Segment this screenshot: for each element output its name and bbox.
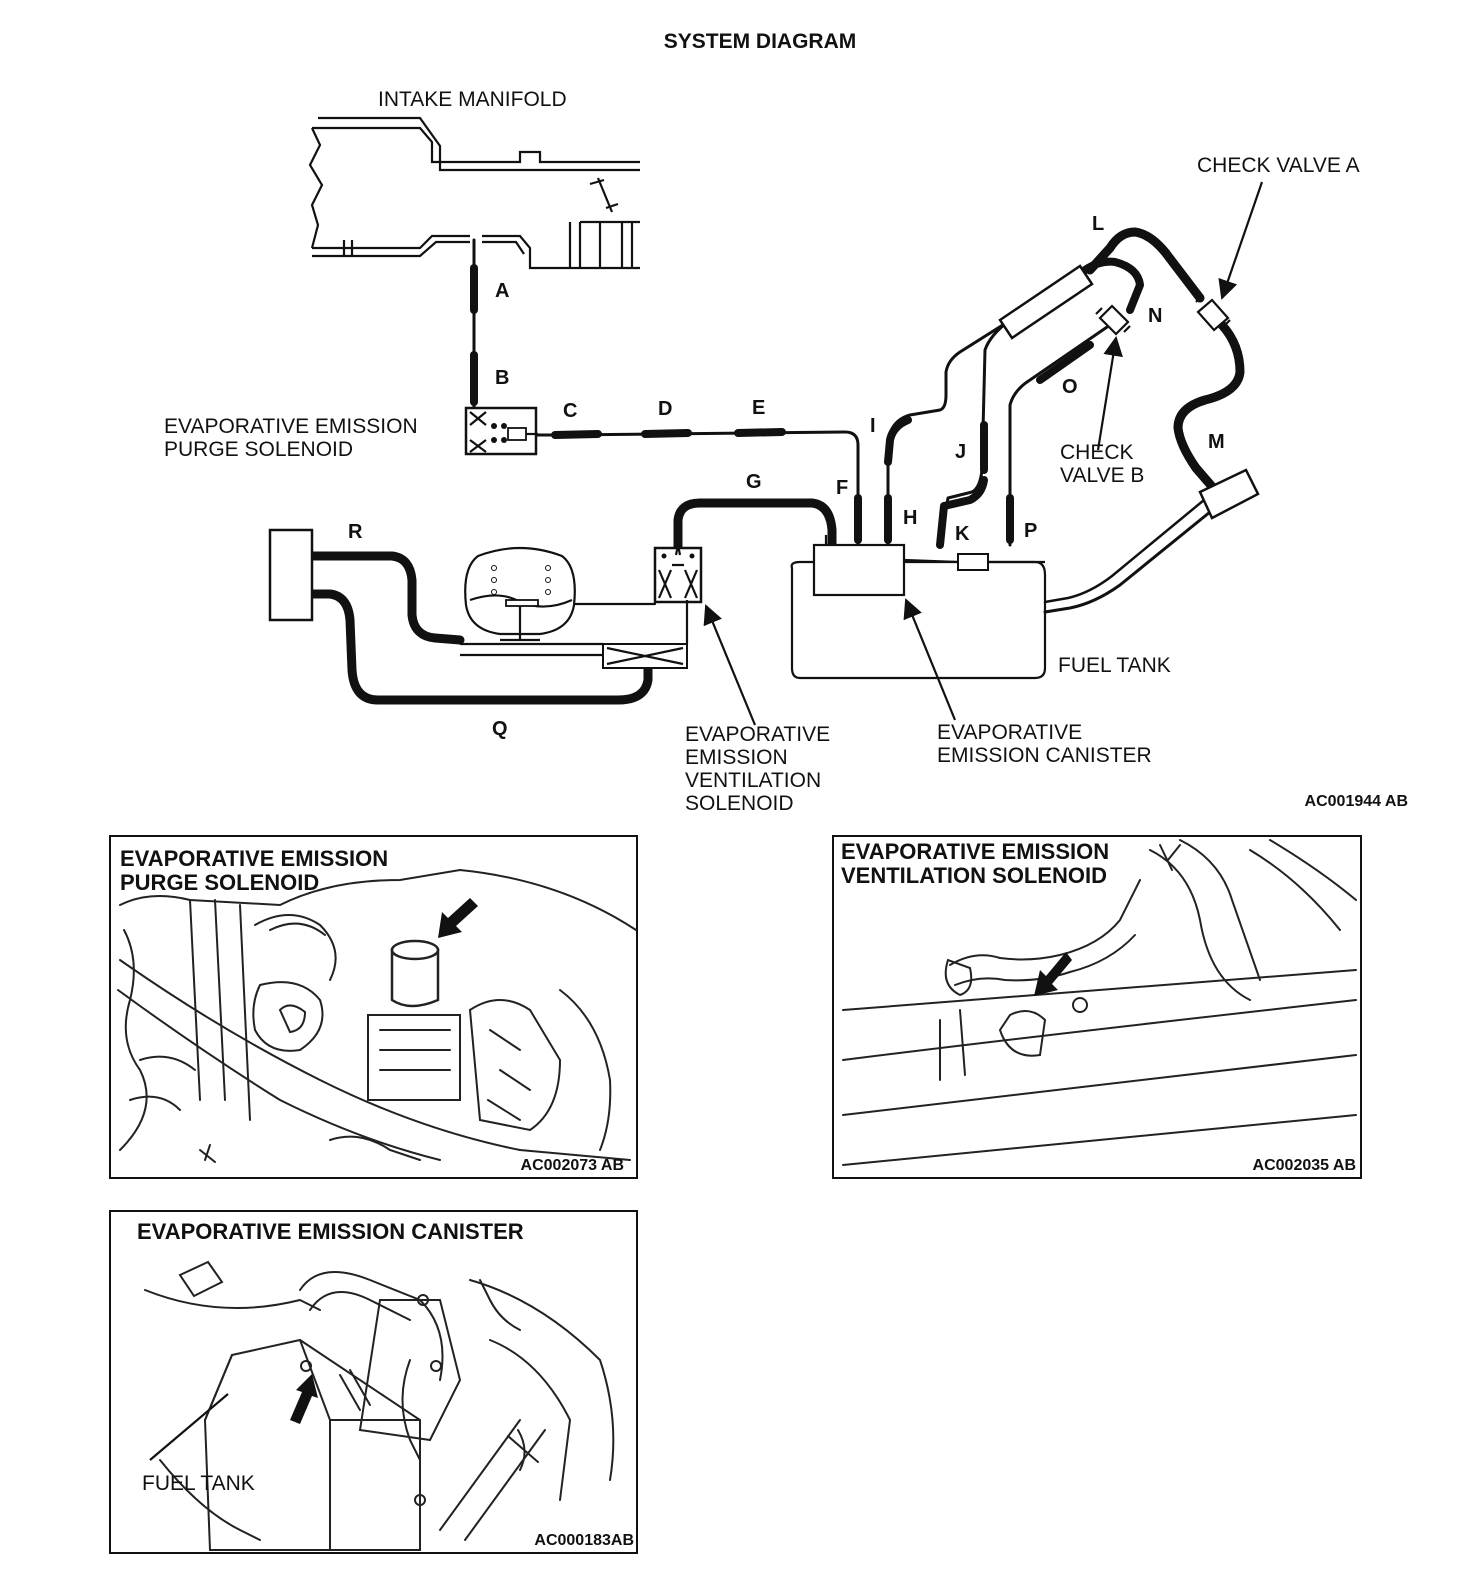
ventilation-panel-code: AC002035 AB: [1253, 1157, 1356, 1174]
hose-letter-o: O: [1062, 376, 1078, 398]
hose-letter-f: F: [836, 477, 848, 499]
check-valve-b-label-line1: CHECK: [1060, 441, 1134, 464]
ventilation-panel-title-line2: VENTILATION SOLENOID: [841, 863, 1107, 888]
purge-solenoid-label-line2: PURGE SOLENOID: [164, 438, 353, 461]
fuel-pump-graphic: [464, 546, 576, 642]
canister-panel-code: AC000183AB: [534, 1532, 634, 1549]
hose-letter-r: R: [348, 521, 363, 543]
check-valve-b-label-line2: VALVE B: [1060, 464, 1144, 487]
hose-l: [1085, 227, 1205, 303]
purge-panel-code: AC002073 AB: [521, 1157, 624, 1174]
air-filter-graphic: [268, 528, 314, 622]
purge-solenoid-label-line1: EVAPORATIVE EMISSION: [164, 415, 418, 438]
intake-manifold: INTAKE MANIFOLD: [308, 88, 640, 270]
purge-panel-title-line1: EVAPORATIVE EMISSION: [120, 846, 388, 871]
ventilation-solenoid-graphic: [460, 544, 703, 669]
ventilation-solenoid-label-line2: EMISSION: [685, 746, 788, 769]
hose-k: [936, 476, 988, 549]
filler-neck-graphic: [1198, 468, 1260, 520]
hose-letter-labels: A B C D E F G H I J K L M N O P Q R: [348, 213, 1225, 740]
ventilation-panel-title-line1: EVAPORATIVE EMISSION: [841, 839, 1109, 864]
ventilation-solenoid-sketch: [842, 839, 1357, 1166]
hose-c: [551, 430, 602, 439]
pointer-arrows: [703, 181, 1264, 726]
purge-solenoid-graphic: [464, 406, 538, 456]
hose-letter-l: L: [1092, 213, 1104, 235]
hose-letter-e: E: [752, 397, 765, 419]
purge-panel-title-line2: PURGE SOLENOID: [120, 870, 319, 895]
diagram-code: AC001944 AB: [1305, 793, 1408, 810]
canister-graphic: [812, 535, 1045, 597]
hose-letter-n: N: [1148, 305, 1162, 327]
canister-label-line1: EVAPORATIVE: [937, 721, 1082, 744]
ventilation-solenoid-label-line3: VENTILATION: [685, 769, 821, 792]
intake-manifold-label: INTAKE MANIFOLD: [378, 88, 567, 111]
arrow-pointer-icon: [290, 1374, 318, 1424]
rubber-hoses: [307, 227, 1245, 705]
check-valve-a-label: CHECK VALVE A: [1197, 154, 1360, 177]
canister-panel-title: EVAPORATIVE EMISSION CANISTER: [137, 1219, 524, 1244]
hose-letter-b: B: [495, 367, 509, 389]
separator-graphic: [998, 264, 1094, 340]
hose-letter-d: D: [658, 398, 672, 420]
hose-letter-g: G: [746, 471, 762, 493]
hose-letter-j: J: [955, 441, 966, 463]
canister-sketch: [144, 1260, 615, 1551]
canister-panel-fuel-tank-label: FUEL TANK: [142, 1472, 255, 1495]
ventilation-solenoid-label-line1: EVAPORATIVE: [685, 723, 830, 746]
hose-q: [307, 589, 653, 705]
purge-solenoid-sketch: [117, 868, 637, 1163]
arrow-pointer-icon: [1034, 952, 1072, 996]
page-title: SYSTEM DIAGRAM: [664, 30, 857, 53]
hose-m: [1173, 320, 1245, 495]
purge-solenoid-panel: EVAPORATIVE EMISSION PURGE SOLENOID AC00…: [109, 835, 638, 1179]
arrow-pointer-icon: [438, 898, 478, 938]
fuel-tank-graphic: [790, 560, 1047, 680]
hose-o: [1036, 341, 1094, 384]
hose-letter-p: P: [1024, 520, 1037, 542]
hose-letter-c: C: [563, 400, 577, 422]
hose-letter-m: M: [1208, 431, 1225, 453]
canister-label-line2: EMISSION CANISTER: [937, 744, 1152, 767]
hose-i: [884, 416, 912, 466]
ventilation-solenoid-label-line4: SOLENOID: [685, 792, 794, 815]
fuel-tank-label: FUEL TANK: [1058, 654, 1171, 677]
canister-panel: EVAPORATIVE EMISSION CANISTER FUEL TANK …: [109, 1210, 638, 1554]
hose-g: [673, 498, 837, 553]
hose-r: [307, 551, 465, 645]
hose-letter-k: K: [955, 523, 970, 545]
hose-d: [641, 429, 692, 438]
hose-n: [1081, 257, 1144, 314]
hose-letter-q: Q: [492, 718, 508, 740]
hose-letter-a: A: [495, 280, 509, 302]
check-valve-b-graphic: [1095, 304, 1131, 336]
hose-letter-i: I: [870, 415, 876, 437]
hose-e: [734, 428, 786, 437]
hose-letter-h: H: [903, 507, 917, 529]
ventilation-solenoid-panel: EVAPORATIVE EMISSION VENTILATION SOLENOI…: [832, 835, 1362, 1179]
check-valve-a-graphic: [1195, 295, 1231, 332]
